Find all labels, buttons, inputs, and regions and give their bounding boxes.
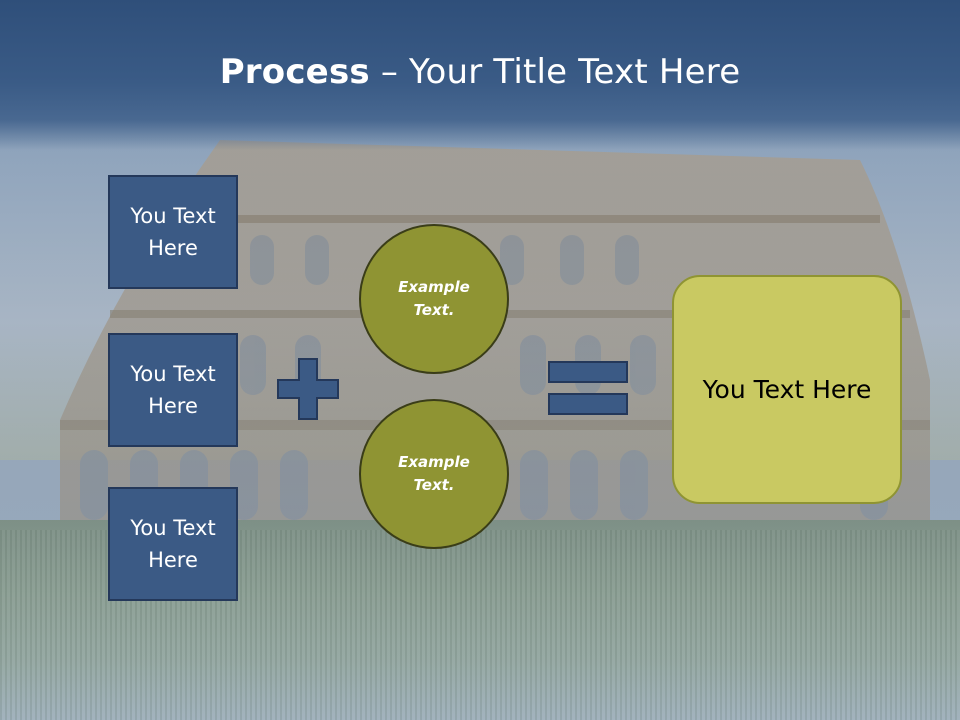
example-circle-1[interactable]: Example Text. (359, 224, 509, 374)
title-bar: Process – Your Title Text Here (0, 0, 960, 150)
example-circle-2[interactable]: Example Text. (359, 399, 509, 549)
input-box-2[interactable]: You Text Here (108, 333, 238, 447)
input-box-3-text: You Text Here (130, 516, 216, 572)
equals-icon[interactable] (548, 360, 628, 416)
plus-icon[interactable] (276, 357, 340, 421)
slide-title: Process – Your Title Text Here (0, 52, 960, 92)
result-box-text: You Text Here (702, 375, 872, 404)
input-box-1[interactable]: You Text Here (108, 175, 238, 289)
result-box[interactable]: You Text Here (672, 275, 902, 504)
title-bold: Process (219, 52, 370, 92)
title-rest: – Your Title Text Here (369, 52, 741, 92)
example-circle-2-text: Example Text. (398, 453, 470, 494)
input-box-3[interactable]: You Text Here (108, 487, 238, 601)
input-box-1-text: You Text Here (130, 204, 216, 260)
example-circle-1-text: Example Text. (398, 278, 470, 319)
input-box-2-text: You Text Here (130, 362, 216, 418)
